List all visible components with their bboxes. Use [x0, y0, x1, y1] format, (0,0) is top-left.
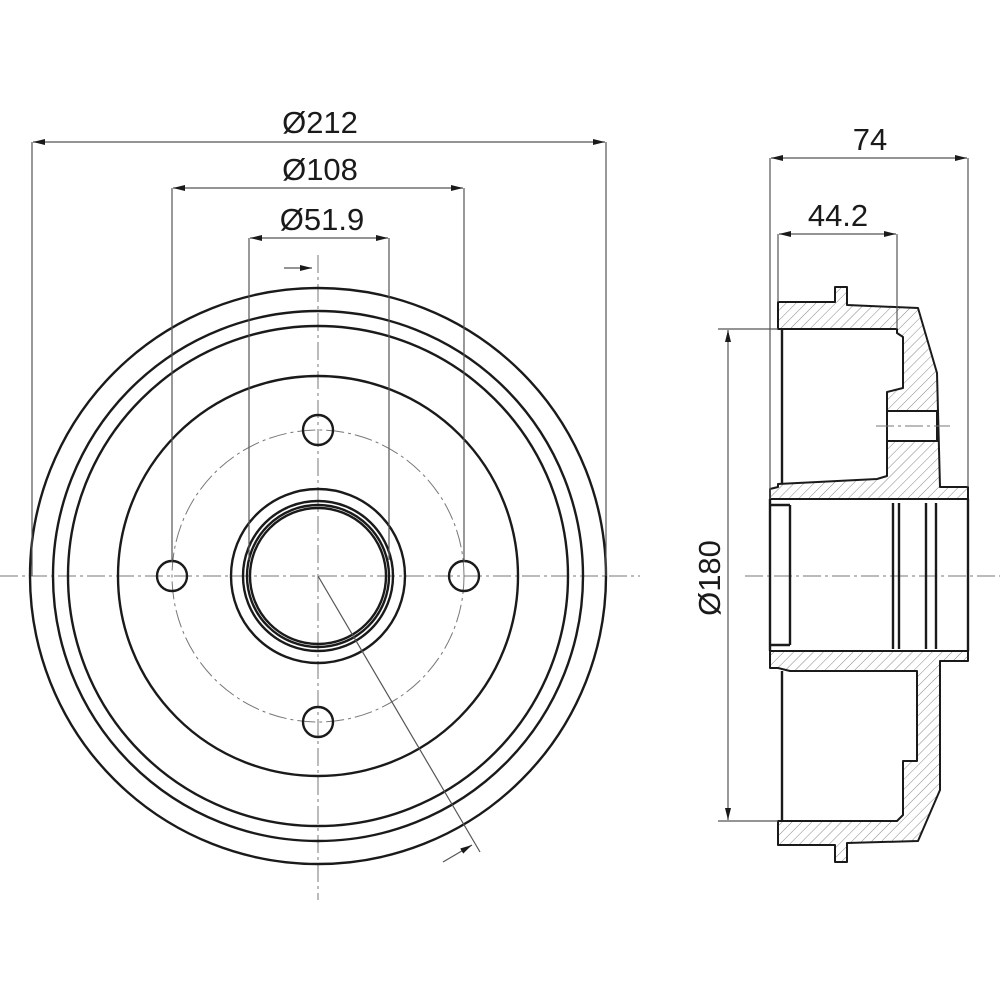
braking-surface-circle: [66, 324, 570, 828]
dim-overall-height-label: 74: [853, 122, 887, 157]
dim-braking-diameter-label: Ø180: [692, 540, 727, 616]
bolt-hole-bottom: [301, 705, 335, 739]
dim-bolt-circle-label: Ø108: [282, 152, 358, 187]
hub-boss-circle: [229, 487, 407, 665]
section-arrow: [442, 844, 473, 863]
bolt-circle: [171, 429, 465, 723]
dim-center-bore-label: Ø51.9: [280, 202, 364, 237]
bolt-hole-top: [301, 413, 335, 447]
drum-rim-circle: [51, 309, 585, 843]
section-view: [745, 286, 1000, 863]
section-lower-hatched: [769, 650, 969, 863]
front-view: [0, 255, 640, 900]
dim-outer-diameter-label: Ø212: [282, 105, 358, 140]
section-dimensions: 74 44.2 Ø180: [692, 122, 969, 822]
section-upper-hatched: [769, 286, 969, 500]
section-leader-line: [317, 575, 481, 853]
front-dimensions: Ø212 Ø108 Ø51.9: [31, 105, 607, 576]
center-bore-circle: [245, 503, 391, 649]
center-bore-inner-circle: [248, 506, 388, 646]
hub-face-circle: [116, 374, 520, 778]
center-bore-chamfer-circle: [241, 499, 395, 653]
dim-inner-depth-label: 44.2: [808, 198, 868, 233]
